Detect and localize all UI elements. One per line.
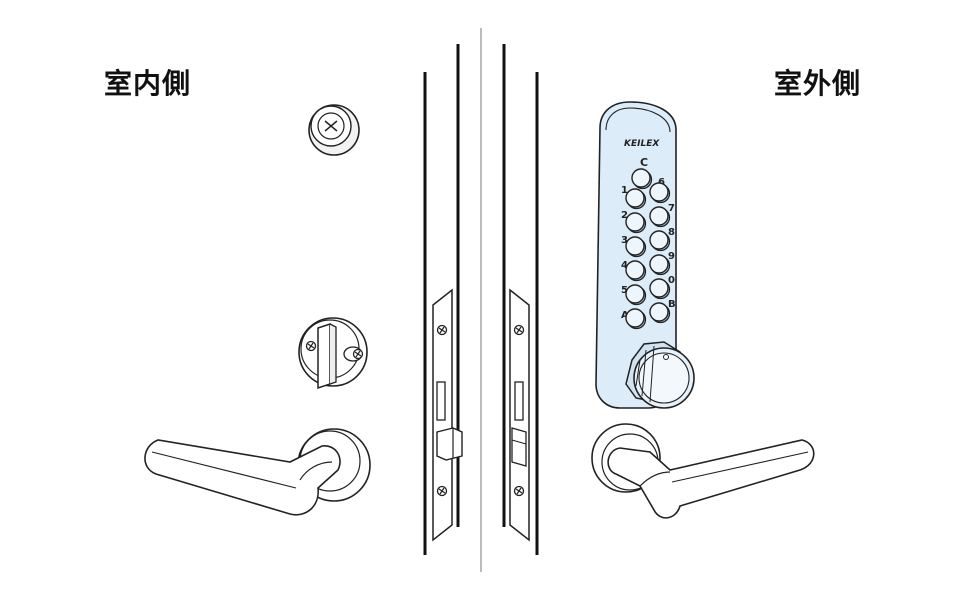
outside-label: 室外側 [773,67,861,100]
key-c-label: C [640,156,648,169]
key-b-label: B [668,299,676,310]
key-2-label: 2 [621,210,628,221]
key-6-label: 6 [658,177,665,188]
key-7-label: 7 [668,203,675,214]
key-8-label: 8 [668,227,675,238]
key-3-label: 3 [621,235,628,246]
keypad-knob [625,341,695,409]
outside-lever [591,423,815,519]
inside-faceplate [432,288,463,542]
key-9-label: 9 [668,251,675,262]
inside-lever [144,428,371,516]
keypad-lock: KEILEX C 1 2 3 4 5 A 6 7 8 9 0 [595,101,695,409]
thumb-turn [298,317,368,390]
key-4-label: 4 [621,260,628,271]
inside-label: 室内側 [104,67,192,100]
key-0-label: 0 [668,275,675,286]
key-1-label: 1 [621,185,628,196]
brand-logo: KEILEX [624,139,660,149]
outside-faceplate [509,288,530,542]
inside-cylinder [308,104,360,156]
key-5-label: 5 [621,285,628,296]
key-a-label: A [621,310,629,321]
